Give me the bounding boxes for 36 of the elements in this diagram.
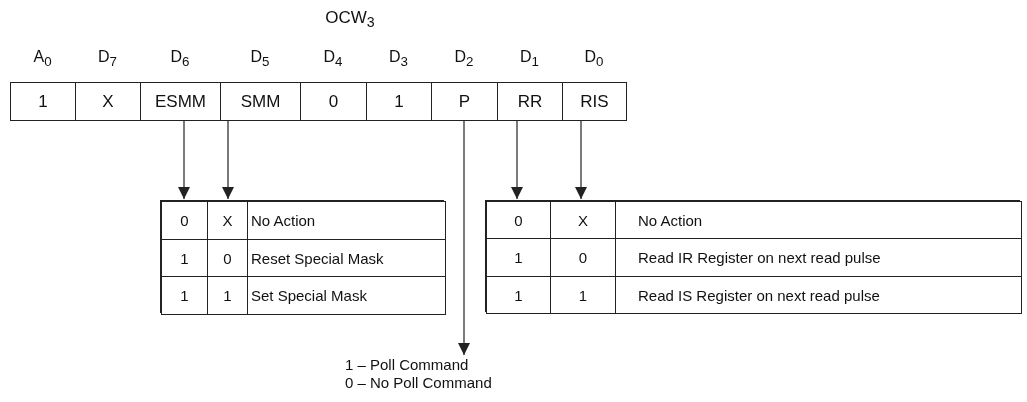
table-cell: No Action — [247, 201, 446, 240]
table-cell: 1 — [486, 276, 551, 314]
table-frame — [160, 200, 444, 313]
table-cell: ESMM — [140, 82, 221, 121]
table-cell: Read IS Register on next read pulse — [615, 276, 1022, 314]
table-cell: 1 — [161, 276, 208, 315]
table-cell: RR — [497, 82, 563, 121]
table-cell: No Action — [615, 201, 1022, 239]
bit-label: D$_{6}$ — [169, 48, 191, 70]
option-text: 1 – Poll Command — [345, 356, 470, 374]
table-cell: 1 — [366, 82, 432, 121]
table-cell: P — [431, 82, 498, 121]
bit-label: D$_{1}$ — [519, 48, 540, 70]
bit-label: D$_{4}$ — [322, 48, 344, 70]
bit-label: D$_{3}$ — [388, 48, 409, 70]
bit-label: D$_{5}$ — [249, 48, 271, 70]
arrow — [178, 120, 190, 200]
table-cell: Set Special Mask — [247, 276, 446, 315]
table-cell: 1 — [10, 82, 76, 121]
arrow — [511, 120, 523, 200]
bit-label: A$_{0}$ — [32, 48, 53, 70]
register-title: OCW$_{3}$ — [324, 8, 376, 31]
table-cell: SMM — [220, 82, 301, 121]
bit-label: D$_{0}$ — [583, 48, 605, 70]
bit-label: D$_{2}$ — [453, 48, 475, 70]
table-cell: 0 — [300, 82, 367, 121]
table-frame — [485, 200, 1020, 312]
table-cell: 0 — [161, 201, 208, 240]
arrow — [575, 120, 587, 200]
bit-label: D$_{7}$ — [97, 48, 118, 70]
arrow — [222, 120, 234, 200]
table-cell: 0 — [486, 201, 551, 239]
table-cell: RIS — [562, 82, 627, 121]
option-text: 0 – No Poll Command — [345, 374, 492, 392]
table-cell: X — [75, 82, 141, 121]
arrow — [458, 120, 470, 356]
